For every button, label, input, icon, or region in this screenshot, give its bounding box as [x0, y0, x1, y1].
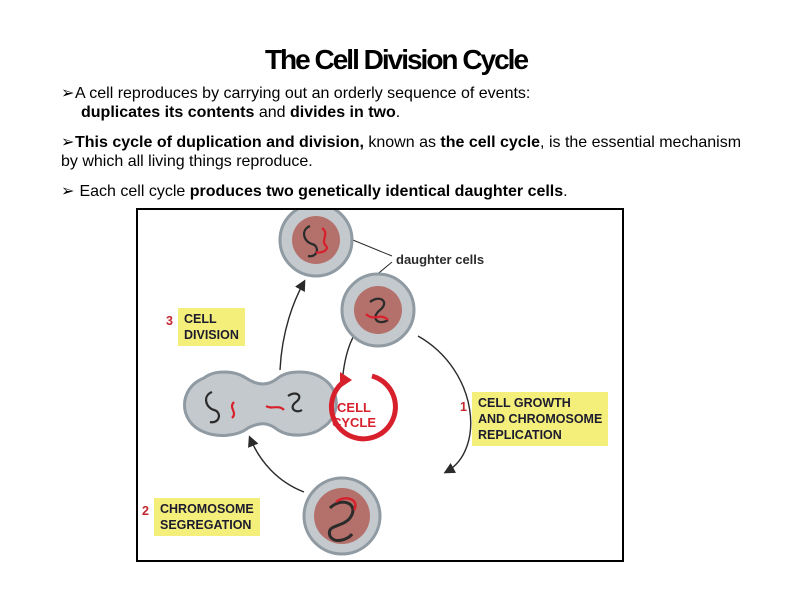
stage-2-number: 2: [142, 504, 149, 518]
stage-2-line-2: SEGREGATION: [160, 518, 252, 532]
stage-3-line-2: DIVISION: [184, 328, 239, 342]
bullet-1-bold-1: duplicates its contents: [81, 104, 255, 121]
bullet-2-end: , is the essential mechanism by which al…: [61, 134, 742, 170]
daughter-cell-middle: [340, 272, 416, 348]
arrow-bullet-icon: ➢: [61, 85, 75, 102]
stage-3-line-1: CELL: [184, 312, 217, 326]
stage-1-line-1: CELL GROWTH: [478, 396, 571, 410]
bullet-3-end: .: [563, 183, 568, 200]
stage-1-line-3: REPLICATION: [478, 428, 562, 442]
stage-3-label: CELL DIVISION: [178, 308, 245, 346]
bullet-1-bold-2: divides in two: [289, 104, 396, 121]
daughter-cells-label: daughter cells: [396, 252, 485, 267]
bullet-2-bold-1: This cycle of duplication and division,: [75, 134, 364, 151]
center-line-1: CELL: [337, 400, 371, 415]
arrow-division-up: [279, 279, 306, 371]
bullet-2-mid: known as: [363, 134, 441, 151]
stage-3-number: 3: [166, 314, 173, 328]
dividing-cell: [183, 370, 338, 437]
replicated-cell: [302, 476, 382, 556]
bullet-1-mid: and: [254, 104, 290, 121]
bullet-2: ➢This cycle of duplication and division,…: [61, 133, 761, 171]
cell-cycle-center-label: CELL CYCLE: [324, 400, 384, 430]
bullet-2-bold-2: the cell cycle: [440, 134, 541, 151]
bullet-3-bold: produces two genetically identical daugh…: [189, 183, 564, 200]
pointer-line-top: [347, 237, 393, 257]
stage-1-label: CELL GROWTH AND CHROMOSOME REPLICATION: [472, 392, 609, 446]
arrow-segregation: [248, 435, 305, 493]
bullet-1-text: A cell reproduces by carrying out an ord…: [75, 85, 531, 102]
stage-2-line-1: CHROMOSOME: [160, 502, 254, 516]
center-line-2: CYCLE: [331, 415, 377, 430]
arrow-bullet-icon: ➢: [61, 183, 75, 200]
page-title: The Cell Division Cycle: [264, 44, 529, 75]
cycle-arrow-icon: [328, 372, 398, 442]
stage-1-number: 1: [460, 400, 467, 414]
daughter-cell-top: [278, 210, 354, 278]
cell-cycle-svg: [183, 210, 472, 556]
arrow-bullet-icon: ➢: [61, 134, 75, 151]
cell-cycle-diagram: daughter cells CELL CYCLE 3 CELL DIVISIO…: [136, 208, 624, 562]
bullet-1: ➢A cell reproduces by carrying out an or…: [61, 84, 530, 122]
arrow-growth: [417, 335, 472, 474]
bullet-1-line2: duplicates its contents and divides in t…: [61, 103, 530, 122]
bullet-3: ➢ Each cell cycle produces two genetical…: [61, 182, 568, 201]
stage-2-label: CHROMOSOME SEGREGATION: [154, 498, 260, 536]
bullet-1-end: .: [395, 104, 401, 121]
bullet-3-text: Each cell cycle: [75, 183, 190, 200]
stage-1-line-2: AND CHROMOSOME: [478, 412, 603, 426]
